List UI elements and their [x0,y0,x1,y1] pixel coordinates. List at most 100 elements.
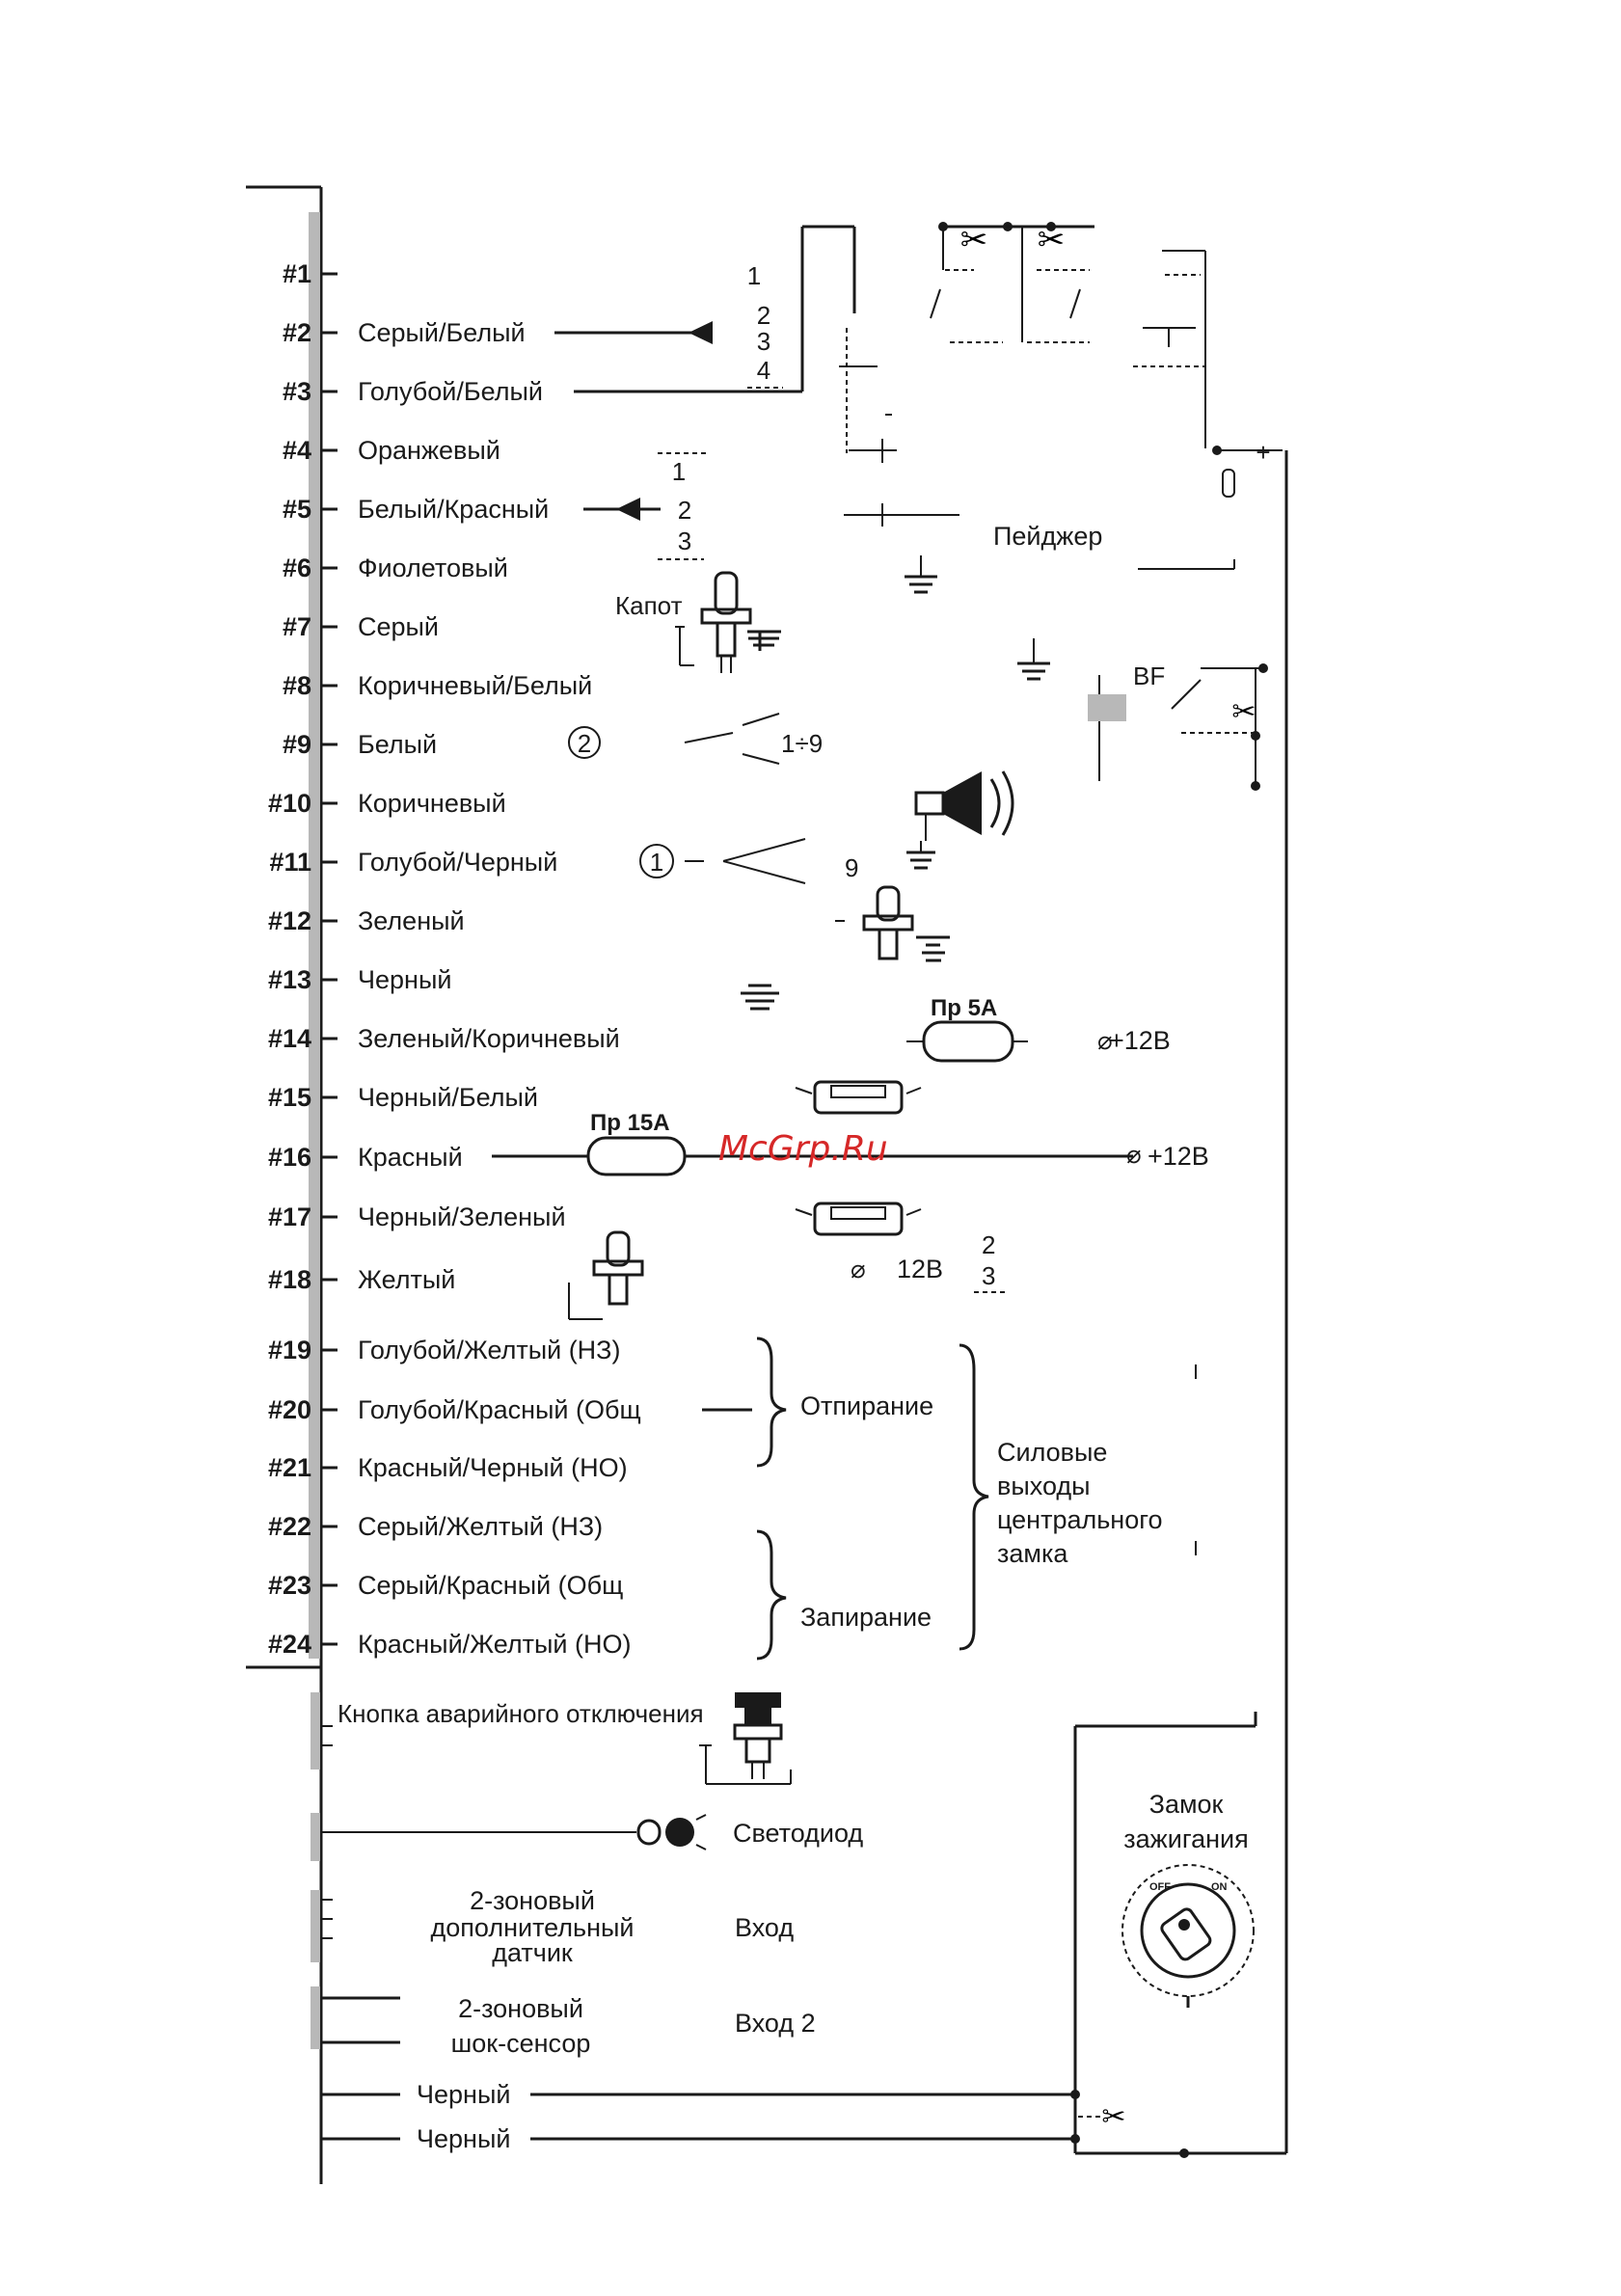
pin-number: #1 [283,259,311,288]
switch-number: 2 [678,496,691,525]
pin-number: #7 [283,612,311,641]
wire-label: Голубой/Белый [358,377,543,406]
wire-label: Голубой/Красный (Общ [358,1395,641,1424]
ground-symbols [741,555,1050,1011]
pin-row: #1 [283,259,338,288]
pin-number: #6 [283,554,311,582]
relay-number: 4 [757,356,770,385]
pin-number: #5 [283,495,311,524]
black-wire-label: Черный [417,2080,510,2109]
wire-label: Зеленый [358,906,465,935]
pin-row: #5 Белый/Красный [283,495,549,524]
pin-number: #8 [283,671,311,700]
shock-sensor-line: шок-сенсор [451,2029,591,2058]
pin-number: #22 [268,1512,311,1541]
cl-outputs-line: выходы [997,1472,1091,1500]
voltage-label: +12В [1109,1026,1171,1055]
led-range: 9 [845,853,858,882]
switch-number: 3 [982,1261,995,1290]
wire-label: Серый [358,612,439,641]
siren-icon [914,770,1014,841]
unlock-label: Отпирание [800,1391,933,1420]
pin-number: #13 [268,965,311,994]
aux-sensor-line: дополнительный [431,1913,635,1942]
wire-label: Белый/Красный [358,495,549,524]
relay-number: 1 [747,261,761,290]
fuse-5a: Пр 5А +12В ⌀ [906,995,1171,1063]
led-label: Светодиод [733,1819,863,1848]
circle-number: 1 [650,848,663,877]
wire-label: Черный/Белый [358,1083,538,1112]
fuse-15a: Пр 15А ⌀ +12В McGrp.Ru [492,1110,1209,1176]
emergency-button-label: Кнопка аварийного отключения [338,1699,704,1728]
wire-label: Коричневый [358,789,506,818]
pin-row: #10 Коричневый [268,789,506,818]
input2-label: Вход 2 [735,2009,816,2038]
pin-number: #18 [268,1265,311,1294]
relay-block: 1 2 3 4 ✂ ✂ + Пейджер [554,221,1283,570]
svg-text:⌀: ⌀ [1097,1026,1113,1055]
aux-sensor-line: датчик [492,1938,573,1967]
cl-outputs-line: центрального [997,1505,1163,1534]
main-connector [246,185,323,2184]
ignition-on: ON [1211,1881,1228,1893]
ground-icon [905,555,937,594]
svg-text:⌀: ⌀ [1126,1140,1142,1169]
ground-icon [906,841,935,870]
pin-number: #10 [268,789,311,818]
pin-row: #18 Желтый [268,1265,455,1294]
switch-number: 2 [982,1230,995,1259]
relay-number: 2 [757,301,770,330]
hood-switch: Капот 1 2 3 [583,452,781,673]
input-label: Вход [735,1913,794,1942]
pin-row: #6 Фиолетовый [283,554,508,582]
wire-label: Оранжевый [358,436,500,465]
pin-number: #9 [283,730,311,759]
shock-sensor-line: 2-зоновый [458,1994,583,2023]
relay-number: 3 [757,327,770,356]
pin-number: #24 [268,1630,311,1659]
voltage-label: +12В [1148,1142,1209,1171]
pin-row: #15 Черный/Белый [268,1083,538,1112]
ignition-line: Замок [1149,1790,1224,1819]
pin-number: #20 [268,1395,311,1424]
door-switch [835,885,950,962]
wire-label: Фиолетовый [358,554,508,582]
pager-label: Пейджер [993,522,1102,551]
fuse-label: Пр 5А [931,995,997,1021]
lock-label: Запирание [800,1603,932,1632]
pin-number: #16 [268,1143,311,1172]
pin-row: #16 Красный [268,1143,463,1172]
lock-contact: BF ✂ [1088,662,1268,791]
scissors-icon: ✂ [1231,695,1256,729]
car-lights-icon [795,1080,922,1115]
pin-number: #4 [283,436,311,465]
pin-number: #23 [268,1571,311,1600]
wire-label: Желтый [358,1265,455,1294]
led-indicators: 2 1÷9 1 9 [568,713,858,884]
switch-number: 3 [678,527,691,555]
hood-label: Капот [615,591,683,620]
bottom-section: Кнопка аварийного отключения Светодиод 2… [311,450,1288,2158]
wire-label: Красный/Черный (НО) [358,1453,628,1482]
aux-sensor-line: 2-зоновый [470,1886,595,1915]
ignition-off: OFF [1149,1881,1171,1893]
wire-label: Серый/Желтый (НЗ) [358,1512,603,1541]
trunk-switch: ⌀ 12В 2 3 [568,1230,1008,1320]
wire-label: Красный [358,1143,463,1172]
svg-text:⌀: ⌀ [851,1255,866,1283]
ground-icon [1017,638,1050,681]
pin-number: #15 [268,1083,311,1112]
pin-row: #22 Серый/Желтый (НЗ) [268,1512,603,1541]
cl-outputs-line: Силовые [997,1438,1107,1467]
